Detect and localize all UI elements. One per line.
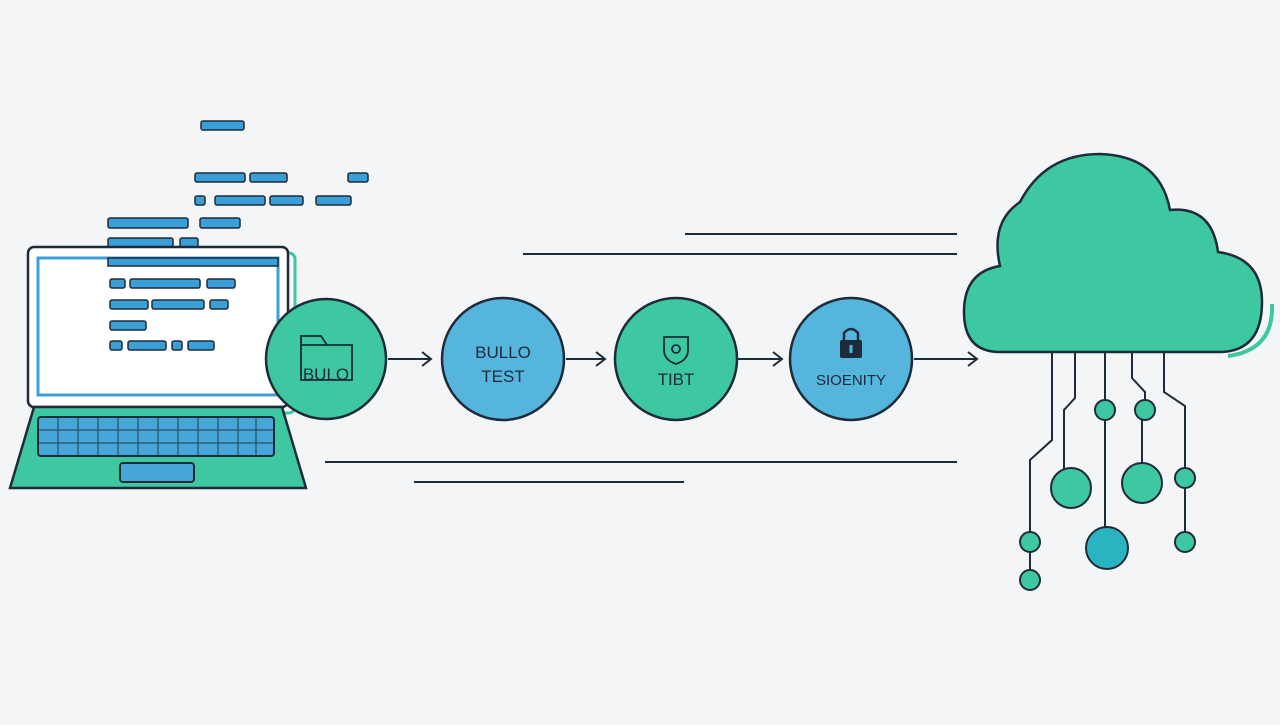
code-line xyxy=(194,195,206,206)
stage-test-label: TIBT xyxy=(658,370,695,389)
speed-lines xyxy=(325,233,957,483)
code-line xyxy=(199,217,241,229)
code-line xyxy=(269,195,304,206)
node xyxy=(1174,467,1196,489)
stage-security: SIOENITY xyxy=(788,296,914,422)
node xyxy=(1094,399,1116,421)
node xyxy=(1134,399,1156,421)
laptop-keyboard xyxy=(37,416,275,457)
laptop-icon xyxy=(8,245,308,490)
node xyxy=(1121,462,1163,504)
shield-badge-icon xyxy=(663,336,689,365)
laptop-trackpad xyxy=(119,462,195,483)
stage-test: TIBT xyxy=(613,296,739,422)
code-line xyxy=(200,120,245,131)
stage-build-label: BULO xyxy=(303,365,349,384)
node xyxy=(1174,531,1196,553)
stage-build-test: BULLO TEST xyxy=(440,296,566,422)
code-line xyxy=(194,172,246,183)
flow-arrows xyxy=(388,351,979,367)
cloud-nodes xyxy=(1019,399,1196,591)
code-line xyxy=(249,172,288,183)
code-line xyxy=(214,195,266,206)
node xyxy=(1050,467,1092,509)
screen-code-lines xyxy=(107,257,279,351)
stage-build-test-label-line1: BULLO xyxy=(475,343,531,362)
node xyxy=(1085,526,1129,570)
node xyxy=(1019,531,1041,553)
stage-build-test-label-line2: TEST xyxy=(481,367,524,386)
cloud-connections xyxy=(1029,352,1186,570)
code-snippet-lines xyxy=(107,120,369,249)
cloud-icon xyxy=(962,152,1275,358)
stage-build: BULO xyxy=(264,297,388,421)
code-line xyxy=(107,217,189,229)
stage-security-label: SIOENITY xyxy=(816,372,886,389)
node xyxy=(1019,569,1041,591)
code-line xyxy=(347,172,369,183)
lock-icon xyxy=(840,327,862,358)
code-line xyxy=(315,195,352,206)
folder-icon xyxy=(300,335,353,381)
